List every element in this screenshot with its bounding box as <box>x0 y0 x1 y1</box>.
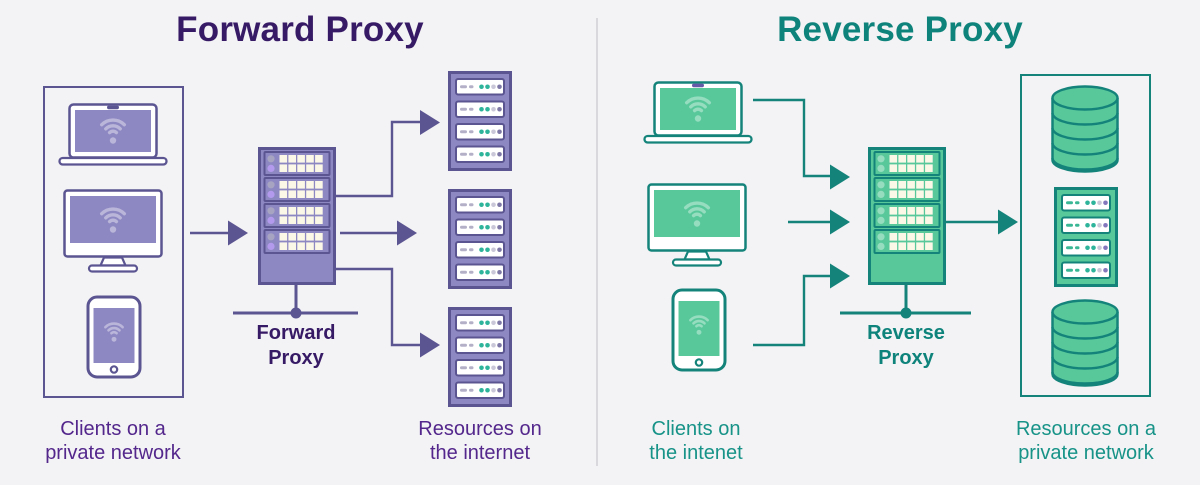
monitor-icon <box>65 191 162 272</box>
reverse-proxy-diagram <box>645 74 1151 397</box>
proxy-server-icon <box>260 149 335 284</box>
database-icon <box>1052 300 1118 386</box>
forward-proxy-title: Forward Proxy <box>176 10 424 49</box>
database-icon <box>1052 86 1118 172</box>
arrow-proxy-to-bottom-rack <box>333 267 420 347</box>
arrowhead-icon <box>420 332 440 358</box>
panel-divider <box>596 18 598 466</box>
arrow-phone-to-proxy <box>753 274 830 347</box>
smartphone-icon <box>673 290 725 370</box>
arrowhead-icon <box>830 209 850 235</box>
clients-internet-label: Clients on the intenet <box>649 418 743 465</box>
arrowhead-icon <box>228 220 248 246</box>
reverse-proxy-title: Reverse Proxy <box>777 10 1023 49</box>
laptop-icon <box>60 105 167 165</box>
arrow-laptop-to-proxy <box>753 98 830 178</box>
server-rack-icon <box>450 309 511 406</box>
network-node-dot <box>290 307 302 319</box>
laptop-icon <box>645 83 752 143</box>
forward-proxy-label: Forward Proxy <box>256 322 336 369</box>
clients-group-box <box>43 86 184 398</box>
arrowhead-icon <box>420 110 440 135</box>
arrow-proxy-to-top-rack <box>333 120 420 198</box>
proxy-server-icon <box>870 149 945 284</box>
forward-proxy-diagram <box>43 73 511 406</box>
smartphone-icon <box>88 297 140 377</box>
reverse-proxy-label: Reverse Proxy <box>867 322 945 369</box>
server-rack-icon <box>450 191 511 288</box>
monitor-icon <box>649 185 746 266</box>
resources-private-network-label: Resources on a private network <box>1015 418 1157 465</box>
server-rack-icon <box>1056 189 1117 286</box>
arrowhead-icon <box>998 209 1018 235</box>
clients-private-network-label: Clients on a private network <box>45 418 181 465</box>
network-node-dot <box>900 307 912 319</box>
server-rack-icon <box>450 73 511 170</box>
resources-internet-label: Resources on the internet <box>418 418 542 465</box>
arrowhead-icon <box>830 263 850 289</box>
resources-group-box <box>1020 74 1151 397</box>
arrowhead-icon <box>397 220 417 246</box>
arrowhead-icon <box>830 164 850 190</box>
